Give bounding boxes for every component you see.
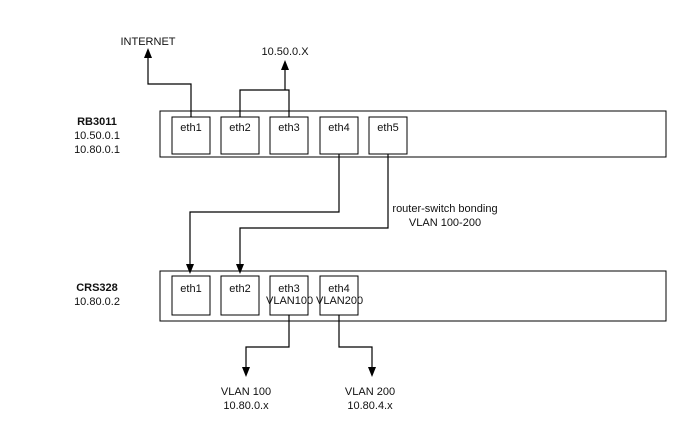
arrowhead-vlan100	[242, 367, 250, 377]
crs328-port-label-eth4: eth4	[328, 283, 350, 295]
crs328-ip: 10.80.0.2	[74, 296, 120, 308]
vlan100-name: VLAN 100	[220, 386, 272, 398]
arrowhead-subnet	[281, 60, 289, 70]
crs328-name: CRS328	[76, 282, 118, 294]
rb3011-port-label-eth1: eth1	[180, 122, 202, 134]
arrowhead-crs-eth2	[236, 264, 244, 274]
crs328-port-label-eth3: eth3	[278, 283, 300, 295]
crs328-port-eth2[interactable]	[220, 275, 260, 316]
arrowhead-crs-eth1	[186, 264, 194, 274]
bonding-label-line1: router-switch bonding	[392, 203, 498, 215]
rb3011-name: RB3011	[77, 116, 117, 128]
bonding-label-line2: VLAN 100-200	[408, 217, 482, 229]
vlan200-subnet: 10.80.4.x	[347, 400, 393, 412]
rb3011-ip2: 10.80.0.1	[74, 144, 120, 156]
crs328-port-sub-vlan200: VLAN200	[316, 295, 364, 307]
rb3011-port-eth1[interactable]	[171, 116, 211, 155]
link-crs-eth3-vlan100	[245, 315, 290, 368]
link-rb-eth5-crs-eth2	[239, 154, 389, 264]
rb3011-port-eth3[interactable]	[269, 116, 309, 155]
link-eth2-eth3-subnet	[239, 89, 290, 117]
internet-label: INTERNET	[120, 36, 176, 48]
crs328-port-label-eth1: eth1	[180, 283, 202, 295]
arrowhead-internet	[144, 48, 152, 58]
arrowhead-vlan200	[368, 367, 376, 377]
crs328-port-eth1[interactable]	[171, 275, 211, 316]
rb3011-port-label-eth2: eth2	[229, 122, 251, 134]
crs328-port-label-eth2: eth2	[229, 283, 251, 295]
link-crs-eth4-vlan200	[338, 315, 373, 368]
rb3011-port-eth5[interactable]	[368, 116, 408, 155]
rb3011-port-label-eth5: eth5	[377, 122, 399, 134]
rb3011-port-label-eth4: eth4	[328, 122, 350, 134]
vlan100-subnet: 10.80.0.x	[223, 400, 269, 412]
rb3011-port-label-eth3: eth3	[278, 122, 300, 134]
crs328-port-eth4[interactable]	[319, 275, 359, 316]
link-rb-eth4-crs-eth1	[189, 154, 340, 264]
subnet-top-label: 10.50.0.X	[261, 46, 309, 58]
link-eth1-internet	[147, 58, 192, 117]
crs328-port-sub-vlan100: VLAN100	[266, 295, 314, 307]
crs328-port-eth3[interactable]	[269, 275, 309, 316]
rb3011-ip1: 10.50.0.1	[74, 130, 120, 142]
vlan200-name: VLAN 200	[344, 386, 396, 398]
